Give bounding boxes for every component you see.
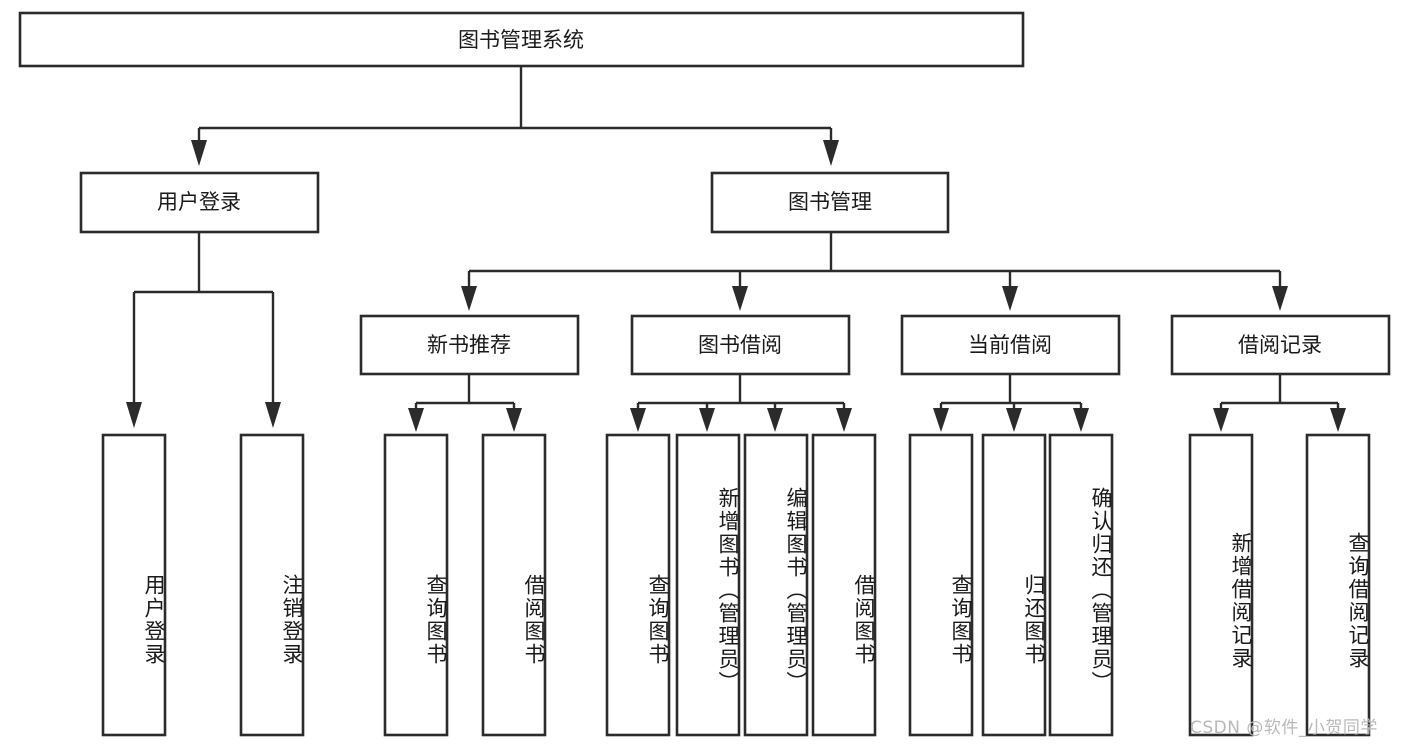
- leaf-box-borrow-book-rec[interactable]: [481, 433, 547, 737]
- leaf-box-user-login[interactable]: [101, 433, 167, 737]
- node-book-borrow-box[interactable]: [630, 314, 851, 376]
- csdn-watermark: CSDN @软件_小贺同学: [1190, 718, 1378, 738]
- arrow-borrow-l3: [767, 408, 783, 432]
- arrow-borrow-l4: [836, 408, 852, 432]
- arrow-books-c1: [461, 286, 477, 311]
- leaf-box-return-book[interactable]: [981, 433, 1047, 737]
- leaf-box-add-borrow-record[interactable]: [1188, 433, 1254, 737]
- arrow-record-l2: [1330, 408, 1346, 432]
- leaf-box-add-book-admin[interactable]: [675, 433, 741, 737]
- arrow-books-c2: [732, 286, 748, 311]
- arrow-login-l1: [126, 402, 142, 428]
- leaf-box-confirm-return-admin[interactable]: [1048, 433, 1114, 737]
- arrow-books-c4: [1272, 286, 1288, 311]
- arrow-current-l3: [1073, 408, 1089, 432]
- node-user-login-label: 用户登录: [157, 190, 241, 214]
- leaf-box-query-book-borrow[interactable]: [605, 433, 671, 737]
- node-book-manage-label: 图书管理: [788, 190, 872, 214]
- node-book-borrow-label: 图书借阅: [698, 333, 782, 357]
- node-borrow-record-box[interactable]: [1170, 314, 1391, 376]
- leaf-box-logout[interactable]: [239, 433, 305, 737]
- arrow-current-l2: [1006, 408, 1022, 432]
- node-root-label: 图书管理系统: [458, 28, 584, 52]
- leaf-box-edit-book-admin[interactable]: [743, 433, 809, 737]
- arrow-root-to-login: [191, 140, 207, 166]
- arrow-login-l2: [265, 402, 281, 428]
- leaf-box-query-book-current[interactable]: [908, 433, 974, 737]
- arrow-current-l1: [933, 408, 949, 432]
- node-borrow-record-label: 借阅记录: [1238, 333, 1322, 357]
- node-root-box[interactable]: [18, 11, 1025, 68]
- node-current-borrow-label: 当前借阅: [968, 333, 1052, 357]
- arrow-books-c3: [1002, 286, 1018, 311]
- node-user-login-box[interactable]: [79, 171, 320, 234]
- arrow-newbook-l2: [506, 408, 522, 432]
- leaf-box-query-book-rec[interactable]: [383, 433, 449, 737]
- arrow-borrow-l1: [630, 408, 646, 432]
- node-boxes: 图书管理系统 用户登录 图书管理 新书推荐 图书借阅 当前借阅 借阅记录: [18, 11, 1391, 737]
- node-current-borrow-box[interactable]: [900, 314, 1121, 376]
- arrow-borrow-l2: [699, 408, 715, 432]
- arrow-record-l1: [1213, 408, 1229, 432]
- leaf-box-query-borrow-record[interactable]: [1305, 433, 1371, 737]
- node-book-manage-box[interactable]: [710, 171, 950, 234]
- node-new-book-rec-box[interactable]: [359, 314, 580, 376]
- leaf-box-borrow-book[interactable]: [811, 433, 877, 737]
- arrow-newbook-l1: [408, 408, 424, 432]
- node-new-book-rec-label: 新书推荐: [427, 333, 511, 357]
- arrow-root-to-books: [823, 140, 839, 166]
- connectors: [126, 66, 1346, 432]
